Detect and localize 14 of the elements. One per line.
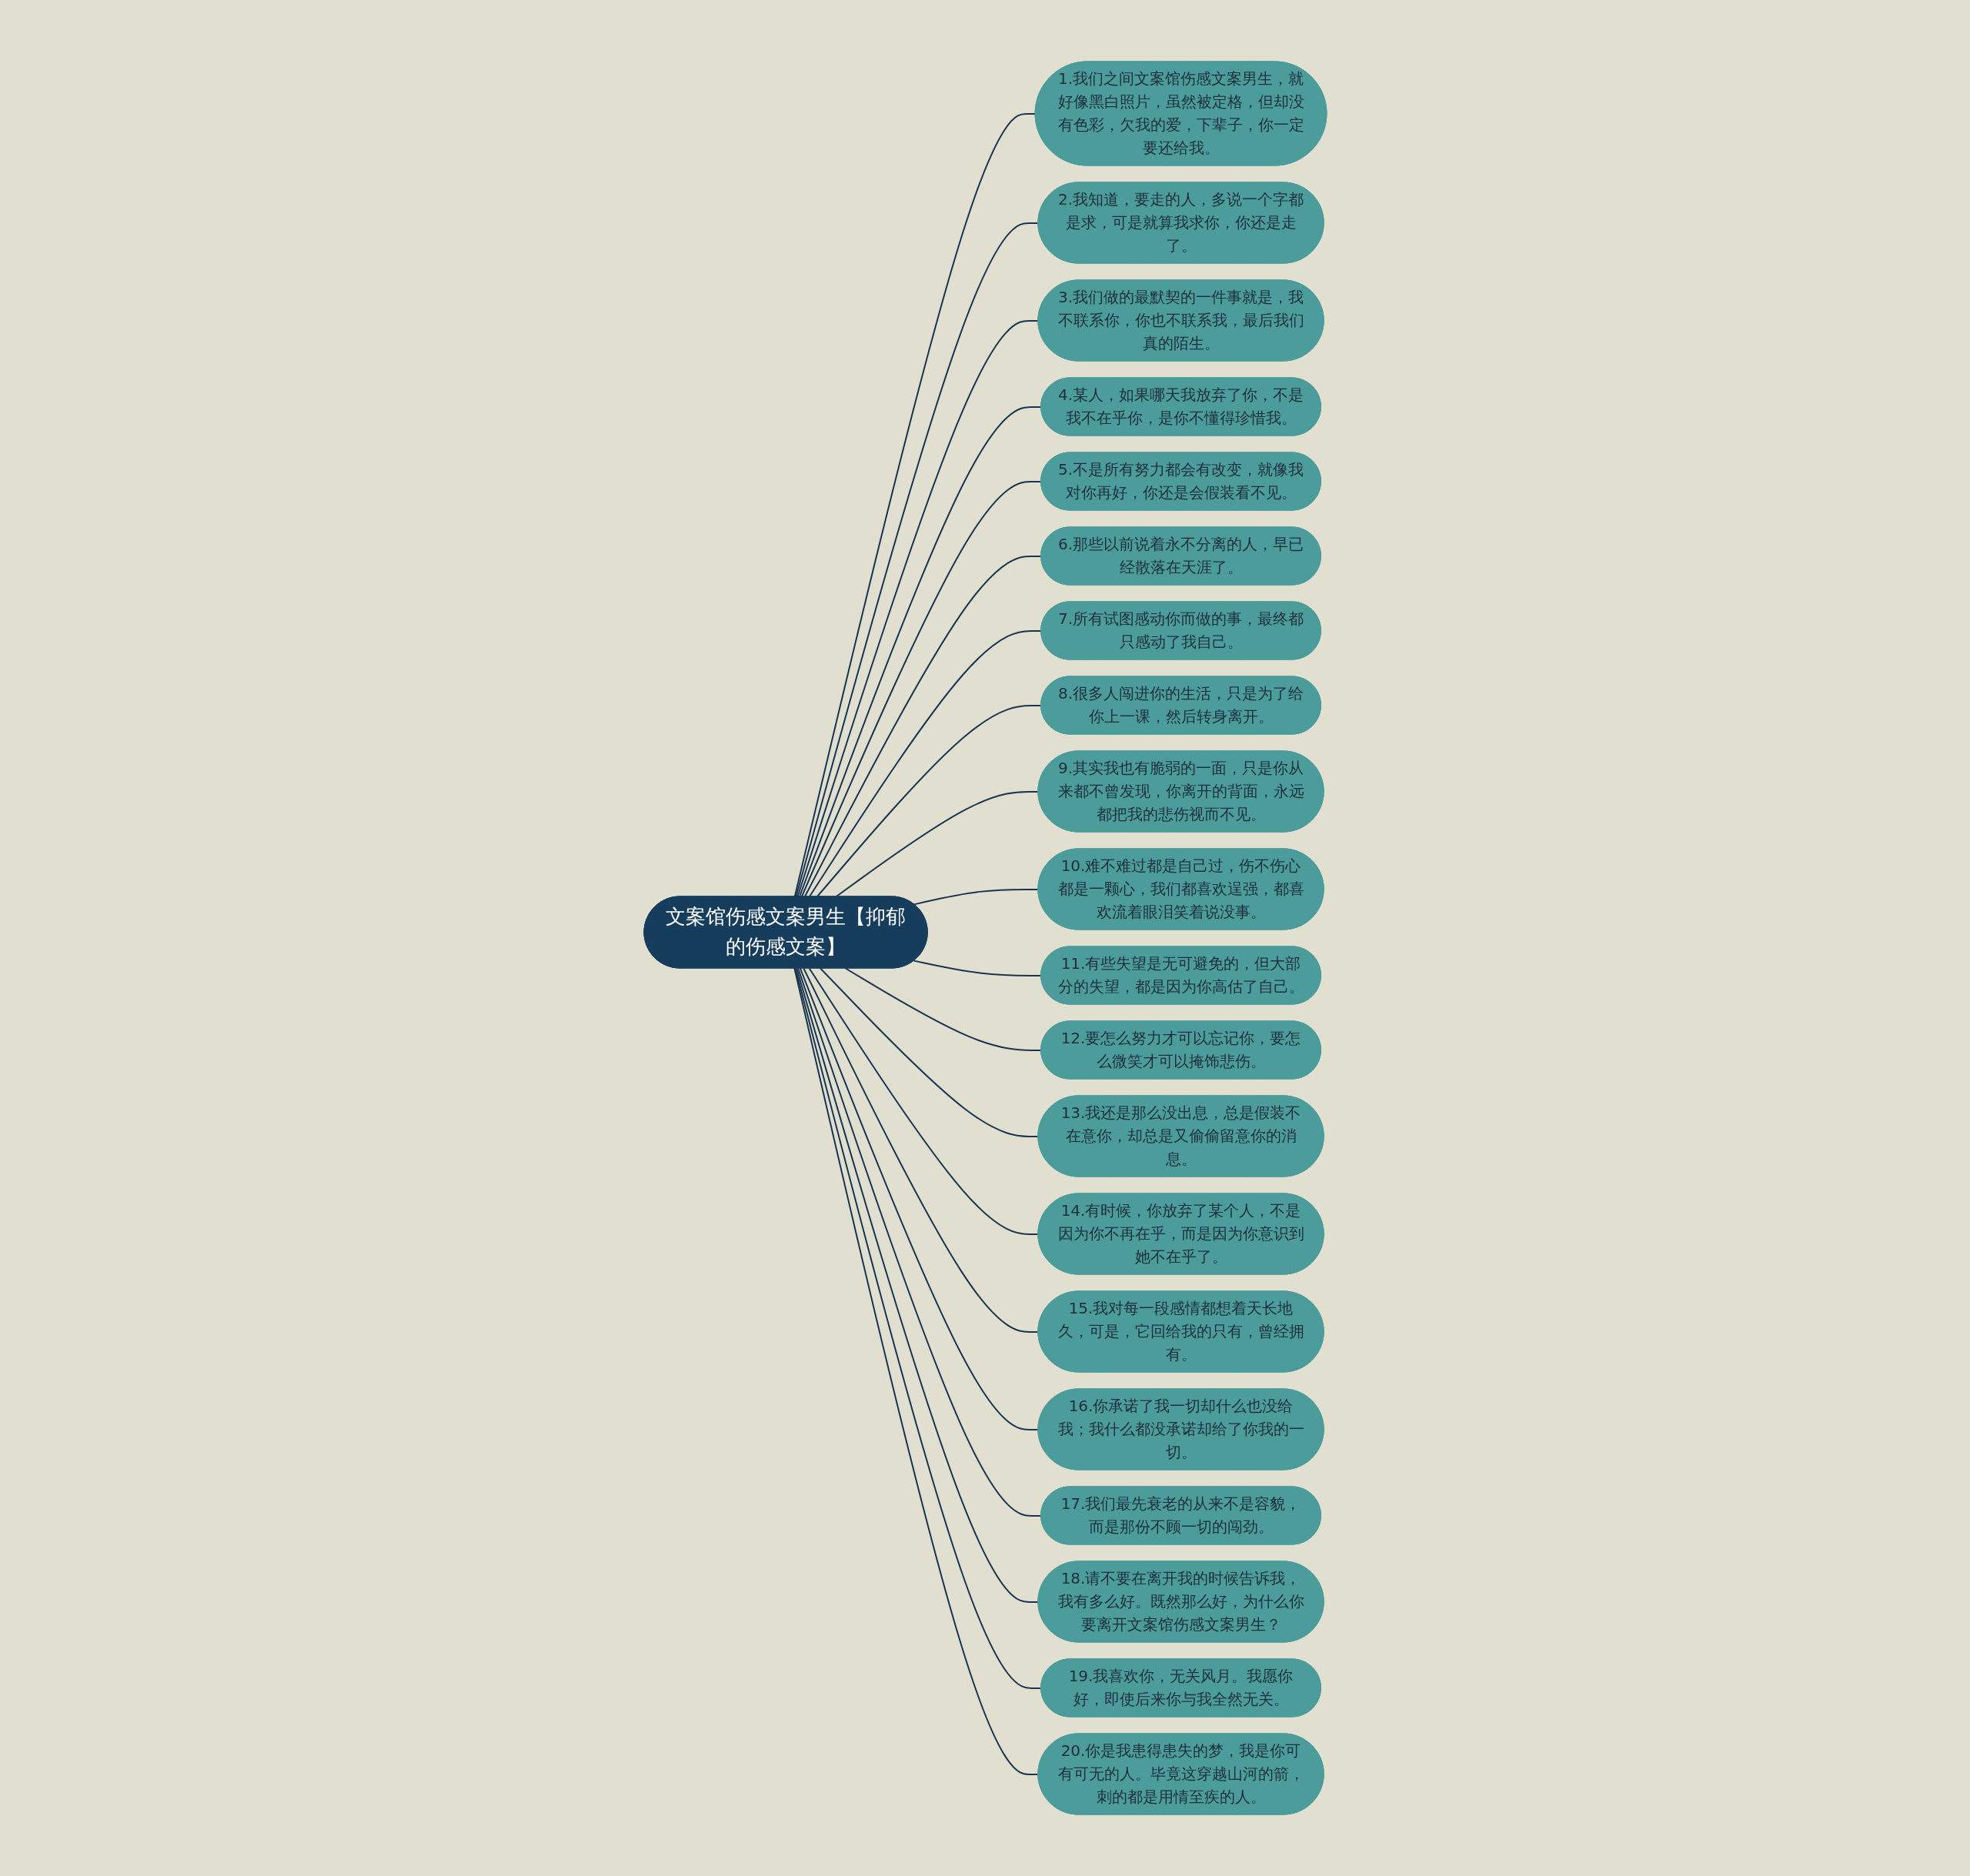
connector	[913, 960, 1042, 976]
connector	[796, 967, 1042, 1517]
connector	[798, 406, 1042, 898]
connector	[802, 967, 1039, 1333]
connector	[803, 555, 1042, 898]
connector	[819, 967, 1039, 1137]
connector	[913, 888, 1039, 906]
connector	[844, 967, 1042, 1051]
connector	[834, 790, 1039, 898]
connector	[799, 967, 1039, 1430]
connector	[800, 480, 1042, 898]
connector	[808, 629, 1042, 898]
connector	[816, 704, 1042, 898]
connector	[808, 967, 1039, 1235]
